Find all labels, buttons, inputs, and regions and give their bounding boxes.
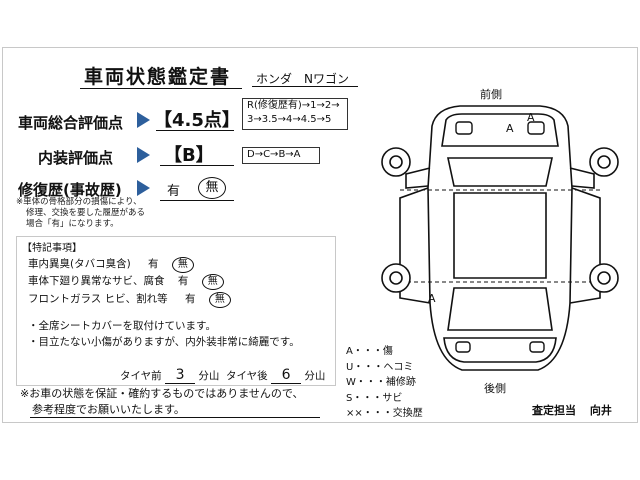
interior-score-value: 【B】 — [164, 145, 214, 166]
tire-rear: タイヤ後 6 分山 — [226, 367, 325, 384]
tire-rear-unit: 分山 — [304, 370, 326, 382]
left-door-outline — [399, 187, 431, 304]
legend-item-scratch: A・・・傷 — [346, 346, 393, 357]
tire-rear-value: 6 — [271, 367, 302, 384]
overall-score-label: 車両総合評価点 — [18, 114, 124, 132]
special-item-yes: 有 — [148, 258, 159, 270]
damage-legend: A・・・傷 U・・・ヘコミ W・・・補修跡 S・・・サビ ××・・・交換歴 — [346, 344, 423, 422]
damage-mark-front-1: A — [506, 122, 514, 135]
special-item-label: フロントガラス ヒビ、割れ等 — [28, 293, 168, 305]
vehicle-model: ホンダ Nワゴン — [256, 72, 349, 86]
interior-scale-box: D→C→B→A — [242, 147, 320, 164]
disclaimer-line1: ※お車の状態を保証・確約するものではありませんので、 — [20, 387, 304, 400]
legend-item-repair: W・・・補修跡 — [346, 377, 416, 388]
special-item-yes: 有 — [177, 275, 189, 287]
hood-outline — [441, 113, 559, 147]
repair-note: ※車体の骨格部分の損傷により、 修理、交換を要した履歴がある 場合「有」になりま… — [16, 197, 145, 230]
interior-score-label: 内装評価点 — [38, 149, 114, 167]
front-side-label: 前側 — [480, 88, 502, 101]
front-windshield — [447, 157, 553, 187]
hub-front-left — [389, 155, 403, 169]
headlight-right — [527, 121, 545, 135]
disclaimer-line2: 参考程度でお願いいたします。 — [32, 403, 185, 416]
sheet-frame — [2, 47, 638, 423]
overall-scale-line2: 3→3.5→4→4.5→5 — [247, 114, 332, 125]
repair-note-line2: 修理、交換を要した履歴がある — [26, 208, 146, 218]
tire-front-unit: 分山 — [198, 370, 220, 382]
special-bullet-1: ・全席シートカバーを取付けています。 — [28, 320, 216, 332]
special-item-yes: 有 — [184, 293, 196, 305]
special-item-rust: 車体下廻り異常なサビ、腐食 有 無 — [28, 273, 224, 290]
tire-rear-label: タイヤ後 — [226, 370, 268, 382]
hub-rear-left — [389, 271, 403, 285]
tire-front-label: タイヤ前 — [120, 370, 162, 382]
disclaimer: ※お車の状態を保証・確約するものではありませんので、 参考程度でお願いいたします… — [20, 386, 303, 418]
right-mirror — [569, 167, 595, 189]
car-diagram — [381, 105, 619, 371]
hub-front-right — [597, 155, 611, 169]
tire-front: タイヤ前 3 分山 — [120, 367, 219, 384]
tire-front-value: 3 — [165, 367, 196, 384]
special-item-label: 車内異臭(タバコ臭含) — [28, 258, 131, 270]
overall-score-value: 【4.5点】 — [154, 110, 240, 131]
arrow-icon — [137, 180, 150, 196]
damage-mark-front-2: A — [527, 111, 535, 124]
special-item-no-circled: 無 — [201, 274, 224, 290]
legend-item-dent: U・・・ヘコミ — [346, 361, 414, 373]
rear-window — [447, 287, 553, 331]
interior-underline — [160, 165, 234, 166]
special-item-odor: 車内異臭(タバコ臭含) 有 無 — [28, 256, 194, 273]
rear-hatch — [443, 337, 557, 363]
repair-history-label: 修復歴(事故歴) — [18, 181, 122, 199]
overall-scale-line1: R(修復歴有)→1→2→ — [247, 100, 340, 111]
special-notes-box — [16, 236, 336, 386]
headlight-left — [455, 121, 473, 135]
left-mirror — [405, 167, 431, 189]
rear-side-label: 後側 — [484, 382, 506, 395]
car-body-outline — [427, 105, 573, 371]
inspector-label: 査定担当 — [532, 404, 576, 417]
disclaimer-underline — [30, 417, 320, 418]
right-door-outline — [569, 187, 601, 304]
repair-note-line3: 場合「有」になります。 — [26, 219, 119, 229]
repair-note-line1: ※車体の骨格部分の損傷により、 — [16, 197, 142, 207]
inspector-name: 向井 — [589, 404, 612, 417]
repair-no-circled: 無 — [198, 177, 226, 199]
overall-scale-box: R(修復歴有)→1→2→ 3→3.5→4→4.5→5 — [242, 98, 348, 130]
legend-item-replaced: ××・・・交換歴 — [346, 408, 423, 419]
taillight-right — [529, 341, 545, 353]
special-item-windshield: フロントガラス ヒビ、割れ等 有 無 — [28, 291, 231, 308]
special-heading: 【特記事項】 — [22, 243, 82, 254]
legend-item-rust: S・・・サビ — [346, 392, 403, 404]
special-item-no-circled: 無 — [171, 257, 194, 273]
damage-mark-rear-left: A — [428, 292, 436, 305]
hub-rear-right — [597, 271, 611, 285]
interior-scale-text: D→C→B→A — [247, 149, 301, 160]
taillight-left — [455, 341, 471, 353]
repair-underline — [160, 200, 234, 201]
repair-yes: 有 — [167, 184, 181, 199]
special-item-label: 車体下廻り異常なサビ、腐食 — [28, 275, 165, 287]
arrow-icon — [137, 147, 150, 163]
page-title: 車両状態鑑定書 — [84, 66, 232, 88]
special-bullet-2: ・目立たない小傷がありますが、内外装非常に綺麗です。 — [28, 336, 300, 348]
model-underline — [252, 86, 358, 87]
overall-underline — [156, 130, 234, 131]
arrow-icon — [137, 112, 150, 128]
special-item-no-circled: 無 — [208, 292, 231, 308]
title-underline — [80, 88, 242, 89]
roof-outline — [453, 192, 547, 279]
inspector: 査定担当 向井 — [532, 402, 612, 418]
